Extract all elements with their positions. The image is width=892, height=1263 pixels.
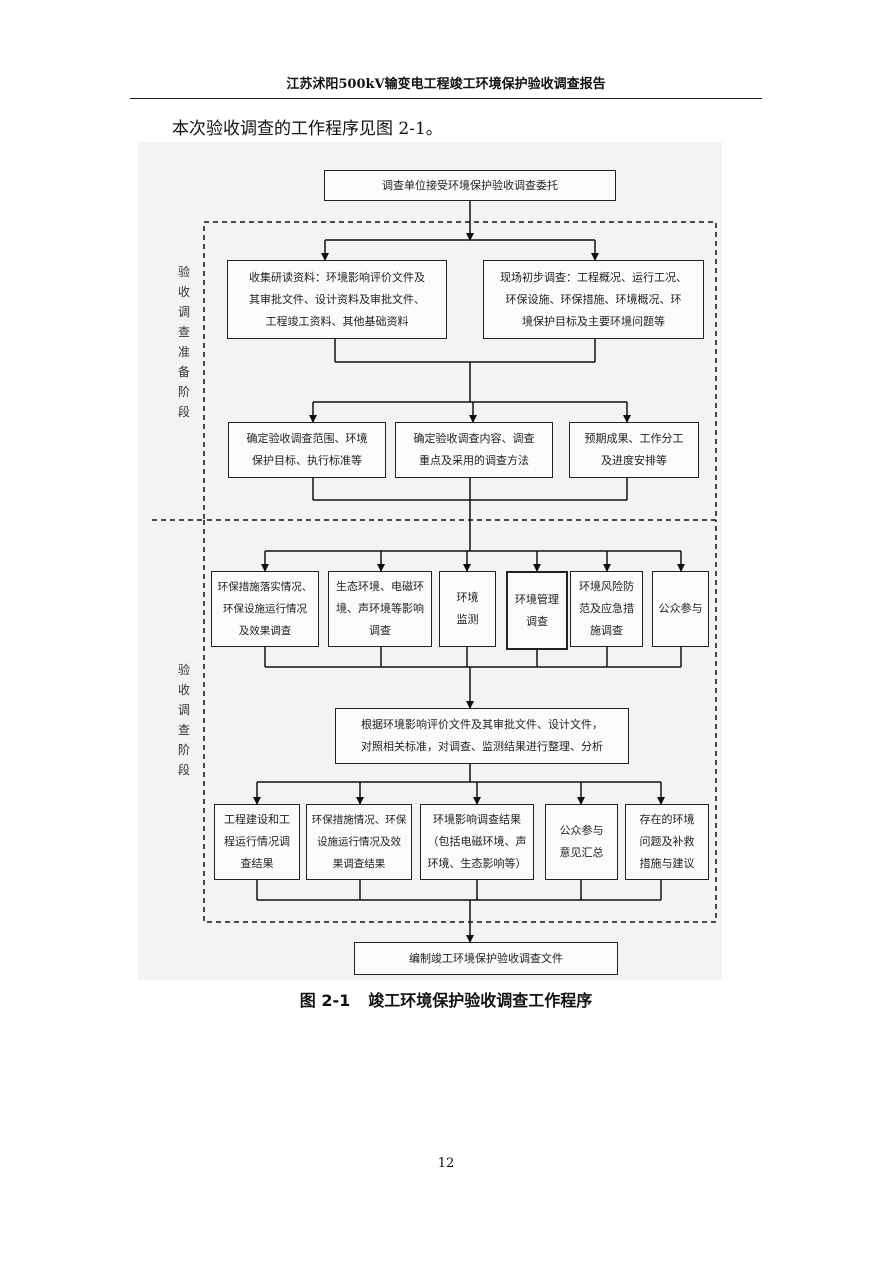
page-header: 江苏沭阳500kV输变电工程竣工环境保护验收调查报告 — [286, 77, 606, 92]
intro-text: 本次验收调查的工作程序见图 2-1。 — [172, 119, 443, 139]
investigate-monitoring-box: 环境 监测 — [439, 571, 496, 647]
stage2-dashed-frame — [203, 520, 717, 923]
figure-title: 竣工环境保护验收调查工作程序 — [368, 991, 593, 1010]
determine-scope-box: 确定验收调查范围、环境 保护目标、执行标准等 — [228, 422, 386, 478]
result-problems-box: 存在的环境 问题及补救 措施与建议 — [625, 804, 709, 880]
stage1-label: 验收调查准备阶段 — [177, 265, 190, 419]
collect-materials-box: 收集研读资料：环境影响评价文件及 其审批文件、设计资料及审批文件、 工程竣工资料… — [227, 260, 447, 339]
investigate-measures-box: 环保措施落实情况、 环保设施运行情况 及效果调查 — [211, 571, 319, 647]
figure-caption: 图 2-1 竣工环境保护验收调查工作程序 — [0, 987, 892, 1011]
investigate-management-box: 环境管理 调查 — [506, 571, 568, 650]
entrust-box: 调查单位接受环境保护验收调查委托 — [324, 170, 616, 201]
expected-results-box: 预期成果、工作分工 及进度安排等 — [569, 422, 699, 478]
result-public-box: 公众参与 意见汇总 — [545, 804, 618, 880]
result-impact-box: 环境影响调查结果 （包括电磁环境、声 环境、生态影响等） — [420, 804, 534, 880]
result-measures-box: 环保措施情况、环保 设施运行情况及效 果调查结果 — [306, 804, 412, 880]
investigate-risk-box: 环境风险防 范及应急措 施调查 — [570, 571, 643, 647]
result-construction-box: 工程建设和工 程运行情况调 查结果 — [214, 804, 300, 880]
stage1-dashed-frame — [203, 221, 717, 521]
determine-content-box: 确定验收调查内容、调查 重点及采用的调查方法 — [395, 422, 553, 478]
investigate-impact-box: 生态环境、电磁环 境、声环境等影响 调查 — [328, 571, 432, 647]
investigate-public-box: 公众参与 — [652, 571, 709, 647]
final-report-box: 编制竣工环境保护验收调查文件 — [354, 942, 618, 975]
header-rule — [130, 98, 762, 99]
field-survey-box: 现场初步调查：工程概况、运行工况、 环保设施、环保措施、环境概况、环 境保护目标… — [483, 260, 704, 339]
stage2-label: 验收调查阶段 — [177, 663, 190, 777]
page-number: 12 — [437, 1156, 455, 1171]
analyze-box: 根据环境影响评价文件及其审批文件、设计文件， 对照相关标准，对调查、监测结果进行… — [335, 708, 629, 764]
figure-number: 图 2-1 — [299, 991, 351, 1010]
